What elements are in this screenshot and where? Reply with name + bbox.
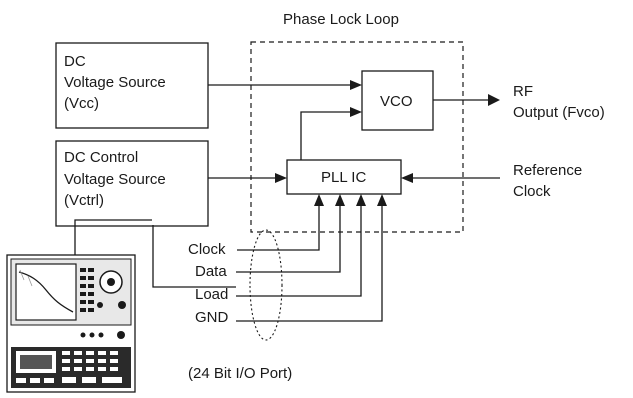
reference-clock-arrowhead <box>401 173 413 183</box>
io-label-data: Data <box>195 263 227 280</box>
gnd-arrowhead <box>377 194 387 206</box>
dc-source-line1: DC <box>64 53 86 70</box>
pll-title: Phase Lock Loop <box>283 11 399 28</box>
pll-ic-box <box>286 159 402 195</box>
load-arrowhead <box>356 194 366 206</box>
dc-source-line3: (Vcc) <box>64 95 99 112</box>
io-label-load: Load <box>195 286 228 303</box>
rf-output-arrowhead <box>488 94 500 106</box>
pll-ic-label: PLL IC <box>321 169 366 186</box>
io-label-clock: Clock <box>188 241 226 258</box>
signal-analyzer-instrument-icon <box>6 254 136 393</box>
io-port-ellipse <box>249 229 283 341</box>
vcc-to-vco-arrowhead <box>350 80 362 90</box>
vctrl-to-pll-arrowhead <box>275 173 287 183</box>
gnd-line <box>236 206 383 322</box>
data-line <box>236 206 341 273</box>
dc-control-line2: Voltage Source <box>64 171 166 188</box>
dc-control-line1: DC Control <box>64 149 138 166</box>
reference-line1: Reference <box>513 162 582 179</box>
vco-box <box>361 70 434 131</box>
pll-to-vco-wire <box>300 111 352 160</box>
data-arrowhead <box>335 194 345 206</box>
clock-arrowhead <box>314 194 324 206</box>
dc-control-voltage-source-box <box>55 140 209 227</box>
pll-boundary <box>250 41 464 233</box>
reference-line2: Clock <box>513 183 551 200</box>
load-line <box>236 206 362 297</box>
rf-output-line2: Output (Fvco) <box>513 104 605 121</box>
pll-to-vco-arrowhead <box>350 107 362 117</box>
dc-source-line2: Voltage Source <box>64 74 166 91</box>
io-label-gnd: GND <box>195 309 229 326</box>
rf-output-line1: RF <box>513 83 533 100</box>
dc-voltage-source-box <box>55 42 209 129</box>
instrument-top-wire <box>74 219 152 255</box>
io-port-label: (24 Bit I/O Port) <box>188 365 292 382</box>
clock-line <box>237 206 320 251</box>
vco-label: VCO <box>380 93 413 110</box>
instrument-control-wire <box>152 225 236 288</box>
dc-control-line3: (Vctrl) <box>64 192 104 209</box>
